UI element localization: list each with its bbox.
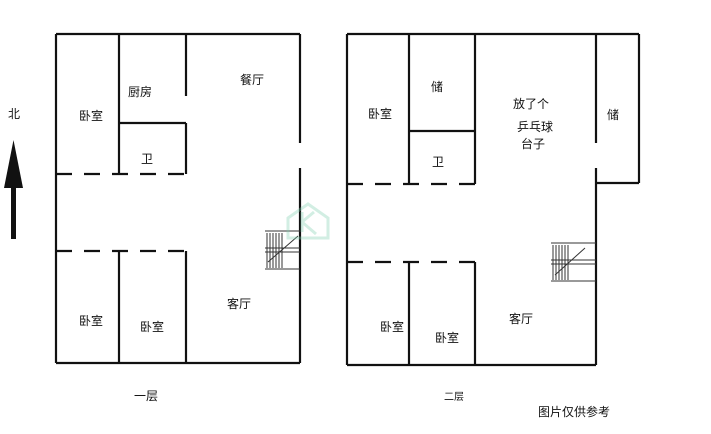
floor2-stairs-icon <box>551 242 596 282</box>
floor2-storage-left-label: 储 <box>431 79 443 94</box>
floor1-bedroom-top-label: 卧室 <box>79 108 103 123</box>
watermark-logo-icon <box>286 202 330 240</box>
reference-note: 图片仅供参考 <box>538 404 610 419</box>
north-arrow-head-icon <box>4 140 23 188</box>
floor2-bedroom-bm-label: 卧室 <box>435 330 459 345</box>
floor2-pingpong-line2: 乒乓球 <box>517 120 553 134</box>
floor2-pingpong-line1: 放了个 <box>513 96 549 111</box>
floor1-plan: 卧室 厨房 餐厅 卫 卧室 卧室 客厅 一层 <box>54 32 302 403</box>
floor1-stairs-icon <box>265 230 300 270</box>
floor1-living-label: 客厅 <box>227 296 251 311</box>
floor1-bath-label: 卫 <box>141 152 153 166</box>
floor1-dining-label: 餐厅 <box>240 72 264 87</box>
floor2-bedroom-bl-label: 卧室 <box>380 319 404 334</box>
north-label: 北 <box>8 107 20 121</box>
floor2-plan: 卧室 储 放了个 乒乓球 台子 储 卫 卧室 卧室 客厅 二层 <box>345 32 641 403</box>
floor1-bedroom-bl-label: 卧室 <box>79 313 103 328</box>
floor2-bedroom-top-label: 卧室 <box>368 106 392 121</box>
floor2-caption: 二层 <box>444 391 464 403</box>
floor2-living-label: 客厅 <box>509 311 533 326</box>
north-arrow-shaft <box>11 165 16 239</box>
floor2-storage-right-label: 储 <box>607 107 619 122</box>
floor1-caption: 一层 <box>134 389 158 403</box>
floor2-pingpong-line3: 台子 <box>521 136 545 151</box>
floor1-bedroom-bm-label: 卧室 <box>140 319 164 334</box>
floor1-kitchen-label: 厨房 <box>128 84 152 99</box>
floor2-bath-label: 卫 <box>432 155 444 169</box>
north-compass: 北 <box>4 107 23 239</box>
